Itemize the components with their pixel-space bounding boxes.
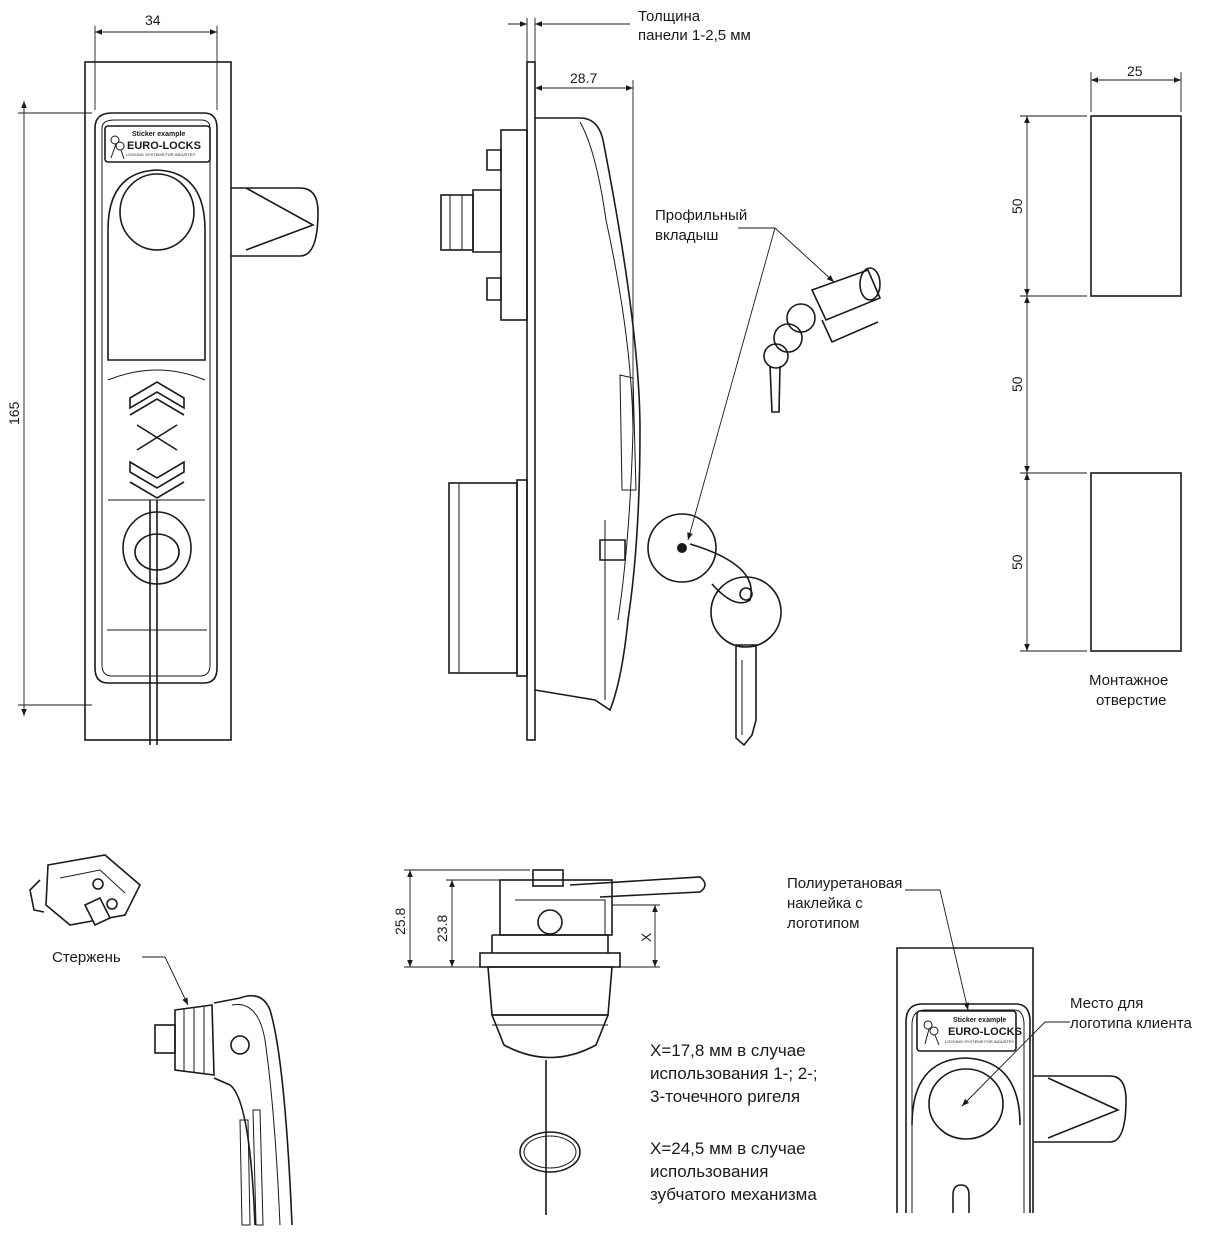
logo-sticker-box [916,1010,1017,1052]
sticker-tagline-text: LOCKING SYSTEMS FOR INDUSTRY [126,152,196,157]
label-panel-thickness-2: панели 1-2,5 мм [638,27,751,44]
label-sticker-3: логотипом [787,915,859,932]
note-x2-line3: зубчатого механизма [650,1185,817,1204]
dim-panel-offset: 28.7 [570,70,597,86]
dim-rod-height-2: 23.8 [434,915,450,942]
logo-sticker-brand-text: EURO-LOCKS [948,1026,1022,1038]
note-x2-line1: X=24,5 мм в случае [650,1139,806,1158]
rod-dimension-view: 25.8 23.8 X X=17,8 мм в случае использов… [392,869,818,1215]
note-x1-line3: 3-точечного ригеля [650,1087,800,1106]
note-x1-line2: использования 1-; 2-; [650,1064,818,1083]
keys-logo-icon [110,135,125,160]
note-x2-line2: использования [650,1162,769,1181]
mounting-hole-view: 25 50 50 50 Монтажное отверстие [1009,63,1182,709]
chevron-grip [129,381,185,499]
label-panel-thickness-1: Толщина [638,8,701,25]
label-profile-insert-1: Профильный [655,207,747,224]
logo-detail-view: Sticker example EURO-LOCKS LOCKING SYSTE… [787,875,1192,1213]
panel-section [526,61,536,741]
front-view: Sticker example EURO-LOCKS LOCKING SYSTE… [6,12,319,745]
logo-sticker-tagline-text: LOCKING SYSTEMS FOR INDUSTRY [945,1039,1015,1044]
sticker-brand-text: EURO-LOCKS [127,140,201,152]
key-set-icon [647,513,782,747]
sticker-top-text: Sticker example [132,131,185,138]
dim-rod-height-1: 25.8 [392,908,408,935]
dim-handle-height: 165 [6,401,22,425]
side-view: 28.7 Толщина панели 1-2,5 мм [440,8,882,747]
dim-hole-seg-2: 50 [1009,376,1025,392]
label-mounting-hole-1: Монтажное [1089,672,1168,689]
profile-cylinder-icon [763,267,882,413]
sticker-box [104,125,211,163]
rod-view: Стержень [29,854,293,1226]
label-profile-insert-2: вкладыш [655,227,718,244]
note-x1-line1: X=17,8 мм в случае [650,1041,806,1060]
label-mounting-hole-2: отверстие [1096,692,1166,709]
label-rod: Стержень [52,949,121,966]
logo-sticker-top-text: Sticker example [953,1017,1006,1024]
mounting-hole-lower [1090,472,1182,652]
dim-x: X [638,932,654,942]
label-sticker-1: Полиуретановая [787,875,902,892]
label-client-logo-1: Место для [1070,995,1143,1012]
logo-keys-icon [923,1020,940,1046]
dim-hole-seg-3: 50 [1009,554,1025,570]
dim-handle-width: 34 [145,12,161,28]
mounting-hole-upper [1090,115,1182,297]
label-sticker-2: наклейка с [787,895,863,912]
dim-hole-seg-1: 50 [1009,198,1025,214]
dim-hole-width: 25 [1127,63,1143,79]
label-client-logo-2: логотипа клиента [1070,1015,1192,1032]
